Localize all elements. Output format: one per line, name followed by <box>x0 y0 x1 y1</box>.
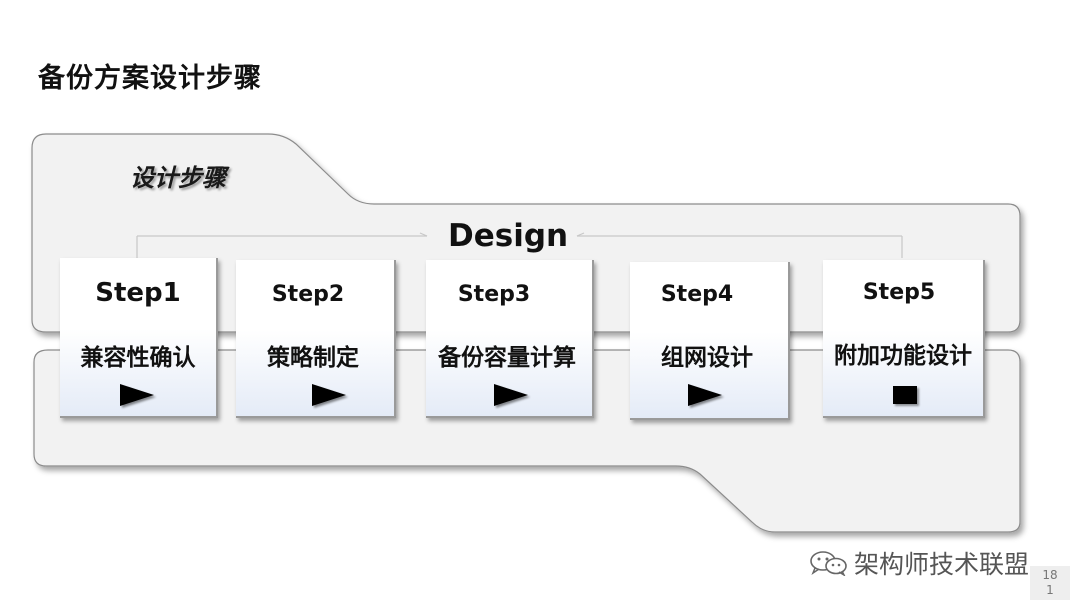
step-desc: 附加功能设计 <box>834 343 972 369</box>
step-card-5[interactable]: Step5 附加功能设计 <box>823 260 985 418</box>
page-number: 18 1 <box>1030 566 1070 600</box>
step-card-2[interactable]: Step2 策略制定 <box>236 260 396 418</box>
play-icon[interactable] <box>120 384 154 406</box>
play-icon[interactable] <box>312 384 346 406</box>
watermark: 架构师技术联盟 <box>808 545 1029 581</box>
step-name: Step3 <box>457 282 531 307</box>
step-desc: 备份容量计算 <box>438 345 576 371</box>
stop-icon[interactable] <box>893 386 917 404</box>
step-desc: 策略制定 <box>267 345 359 371</box>
step-card-1[interactable]: Step1 兼容性确认 <box>60 258 218 418</box>
design-label: Design <box>448 218 569 254</box>
step-card-4[interactable]: Step4 组网设计 <box>630 262 790 420</box>
step-card-3[interactable]: Step3 备份容量计算 <box>426 260 594 418</box>
watermark-text: 架构师技术联盟 <box>854 550 1030 579</box>
step-desc: 兼容性确认 <box>80 345 196 371</box>
panel-label: 设计步骤 <box>130 164 226 192</box>
step-desc: 组网设计 <box>661 345 753 371</box>
step-name: Step1 <box>95 278 181 308</box>
flow-connector <box>136 232 903 258</box>
step-name: Step5 <box>862 280 936 305</box>
play-icon[interactable] <box>494 384 528 406</box>
slide-title: 备份方案设计步骤 <box>38 63 262 94</box>
step-name: Step4 <box>660 282 734 307</box>
play-icon[interactable] <box>688 384 722 406</box>
wechat-icon <box>810 551 847 576</box>
step-name: Step2 <box>271 282 345 307</box>
